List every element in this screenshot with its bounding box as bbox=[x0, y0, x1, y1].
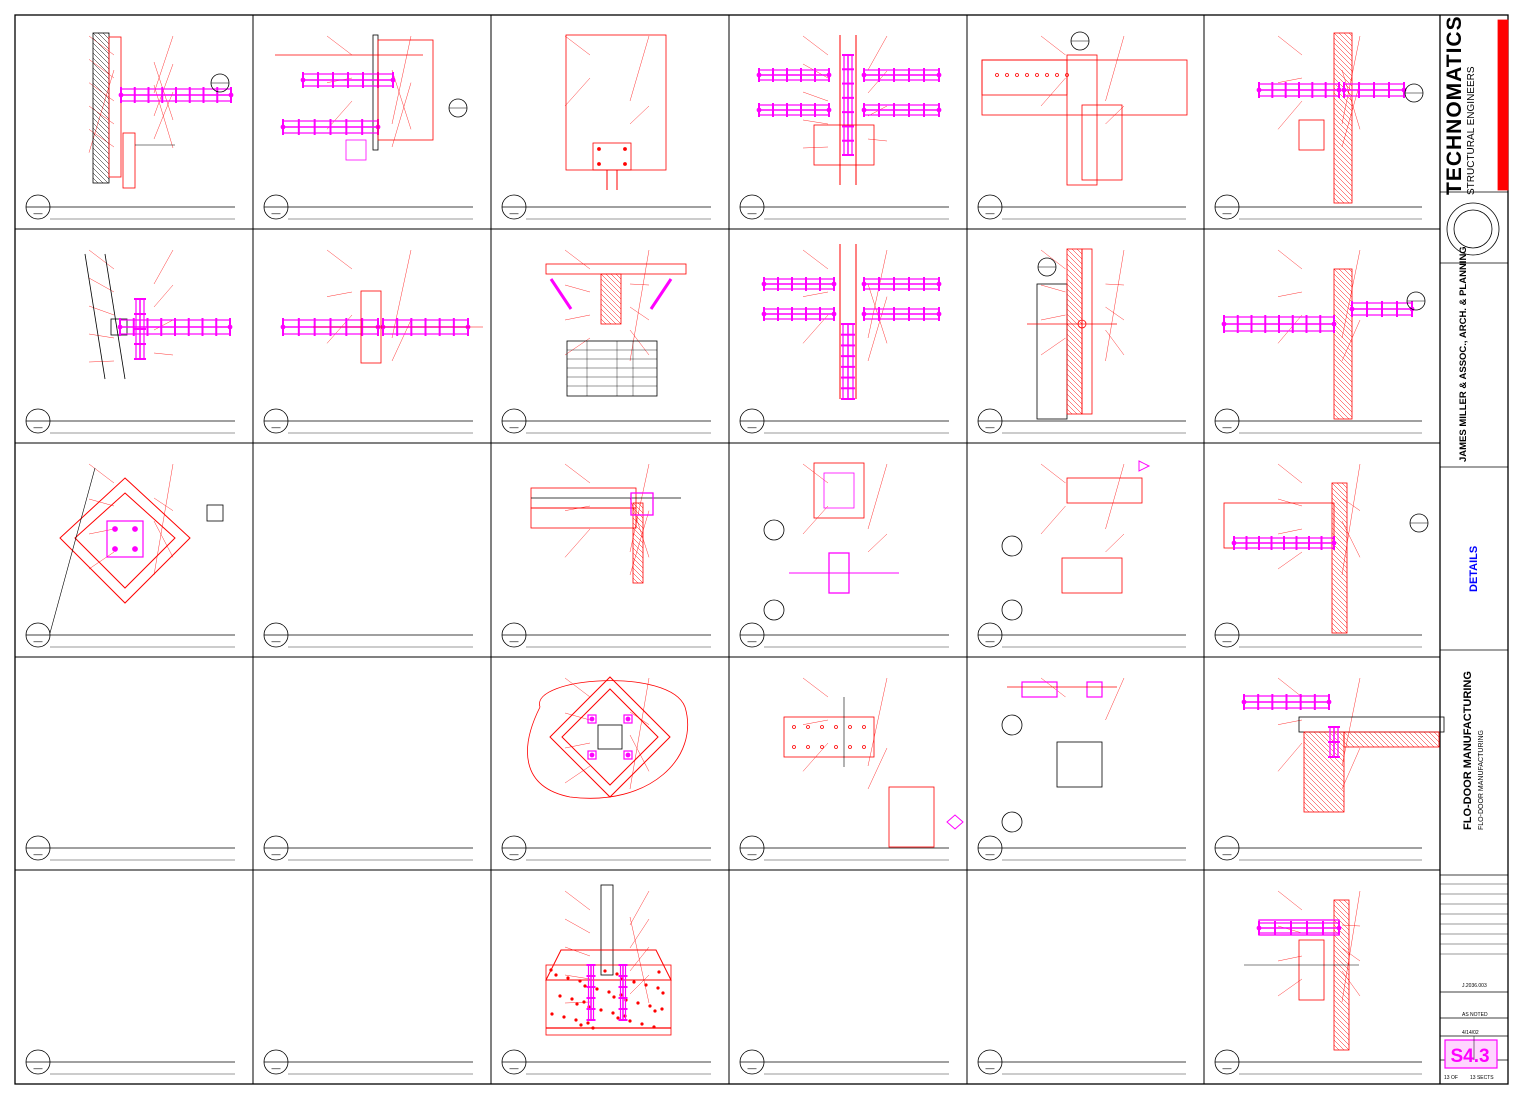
detail-4-collwall2 bbox=[1214, 677, 1445, 861]
detail-27-wall2 bbox=[25, 249, 235, 434]
detail-sheet-ref: — bbox=[747, 422, 757, 432]
detail-15-none bbox=[739, 1049, 949, 1075]
detail-26-wall bbox=[25, 32, 235, 220]
detail-sheet-ref: — bbox=[747, 636, 757, 646]
detail-sheet-ref: — bbox=[33, 849, 43, 859]
detail-drawings bbox=[25, 31, 1445, 1075]
detail-10-none bbox=[977, 1049, 1186, 1075]
detail-sheet-ref: — bbox=[747, 849, 757, 859]
sheet-number: S4.3 bbox=[1450, 1046, 1490, 1067]
detail-sheet-ref: — bbox=[747, 208, 757, 218]
detail-sheet-ref: — bbox=[1222, 636, 1232, 646]
detail-sheet-ref: — bbox=[271, 849, 281, 859]
detail-sheet-ref: — bbox=[271, 208, 281, 218]
detail-1-wallbm bbox=[1214, 32, 1424, 220]
detail-14-stl3 bbox=[739, 677, 964, 861]
detail-sheet-ref: — bbox=[509, 636, 519, 646]
detail-13-stl bbox=[739, 462, 949, 648]
detail-11-cross bbox=[739, 35, 949, 220]
detail-sheet-ref: — bbox=[985, 849, 995, 859]
detail-sheet-ref: — bbox=[509, 422, 519, 432]
detail-7-ledger bbox=[977, 248, 1186, 434]
sheet-total: 13 SECTS bbox=[1470, 1075, 1494, 1081]
detail-28-baseplate bbox=[25, 463, 235, 648]
detail-sheet-ref: — bbox=[33, 422, 43, 432]
detail-12-cross2 bbox=[739, 244, 949, 434]
sheet-index: 13 OF bbox=[1444, 1075, 1458, 1081]
detail-20-footing bbox=[501, 884, 711, 1075]
detail-sheet-ref: — bbox=[33, 1063, 43, 1073]
detail-sheet-ref: — bbox=[985, 636, 995, 646]
detail-25-none bbox=[263, 1049, 473, 1075]
detail-2-wallbm2 bbox=[1214, 249, 1426, 434]
detail-17-cantilever bbox=[501, 249, 711, 434]
detail-sheet-ref: — bbox=[1222, 422, 1232, 432]
detail-16-column bbox=[501, 34, 711, 220]
detail-19-baseplate2 bbox=[501, 676, 711, 861]
detail-sheet-ref: — bbox=[271, 1063, 281, 1073]
detail-22-splice2 bbox=[263, 249, 483, 434]
engineer-name: TECHNOMATICS bbox=[1443, 15, 1466, 195]
detail-3-collwall bbox=[1214, 463, 1429, 648]
detail-sheet-ref: — bbox=[747, 1063, 757, 1073]
detail-sheet-ref: — bbox=[509, 208, 519, 218]
title-block bbox=[1440, 14, 1509, 1069]
detail-sheet-ref: — bbox=[33, 208, 43, 218]
detail-23-none bbox=[263, 622, 473, 648]
detail-24-none bbox=[25, 835, 235, 861]
detail-sheet-ref: — bbox=[33, 636, 43, 646]
detail-9-stl4 bbox=[977, 677, 1186, 861]
project-name: FLO-DOOR MANUFACTURING bbox=[1462, 671, 1474, 830]
detail-sheet-ref: — bbox=[985, 208, 995, 218]
sheet-title: DETAILS bbox=[1468, 545, 1480, 592]
detail-sheet-ref: — bbox=[509, 849, 519, 859]
architect-name: JAMES MILLER & ASSOC., ARCH. & PLANNING bbox=[1458, 246, 1469, 462]
detail-5-glbwall bbox=[1214, 890, 1422, 1075]
detail-sheet-ref: — bbox=[271, 422, 281, 432]
detail-sheet-ref: — bbox=[1222, 208, 1232, 218]
scale-value: AS NOTED bbox=[1462, 1012, 1488, 1018]
detail-sheet-ref: — bbox=[985, 422, 995, 432]
detail-sheet-ref: — bbox=[271, 636, 281, 646]
detail-sheet-ref: — bbox=[985, 1063, 995, 1073]
detail-sheet-ref: — bbox=[1222, 1063, 1232, 1073]
detail-24-none bbox=[263, 835, 473, 861]
engineer-subtitle: STRUCTURAL ENGINEERS bbox=[1466, 66, 1477, 195]
job-number: J.2036.003 bbox=[1462, 983, 1487, 989]
detail-sheet-ref: — bbox=[509, 1063, 519, 1073]
detail-sheet-ref: — bbox=[1222, 849, 1232, 859]
detail-6-collector bbox=[977, 31, 1188, 220]
detail-18-glbledger bbox=[501, 463, 711, 648]
project-subtitle: FLO-DOOR MANUFACTURING bbox=[1478, 730, 1485, 830]
detail-grid bbox=[15, 15, 1441, 1084]
detail-8-stl2 bbox=[977, 460, 1186, 648]
date-value: 4/14/02 bbox=[1462, 1030, 1479, 1036]
detail-21-splice bbox=[263, 34, 473, 220]
detail-30-none bbox=[25, 1049, 235, 1075]
